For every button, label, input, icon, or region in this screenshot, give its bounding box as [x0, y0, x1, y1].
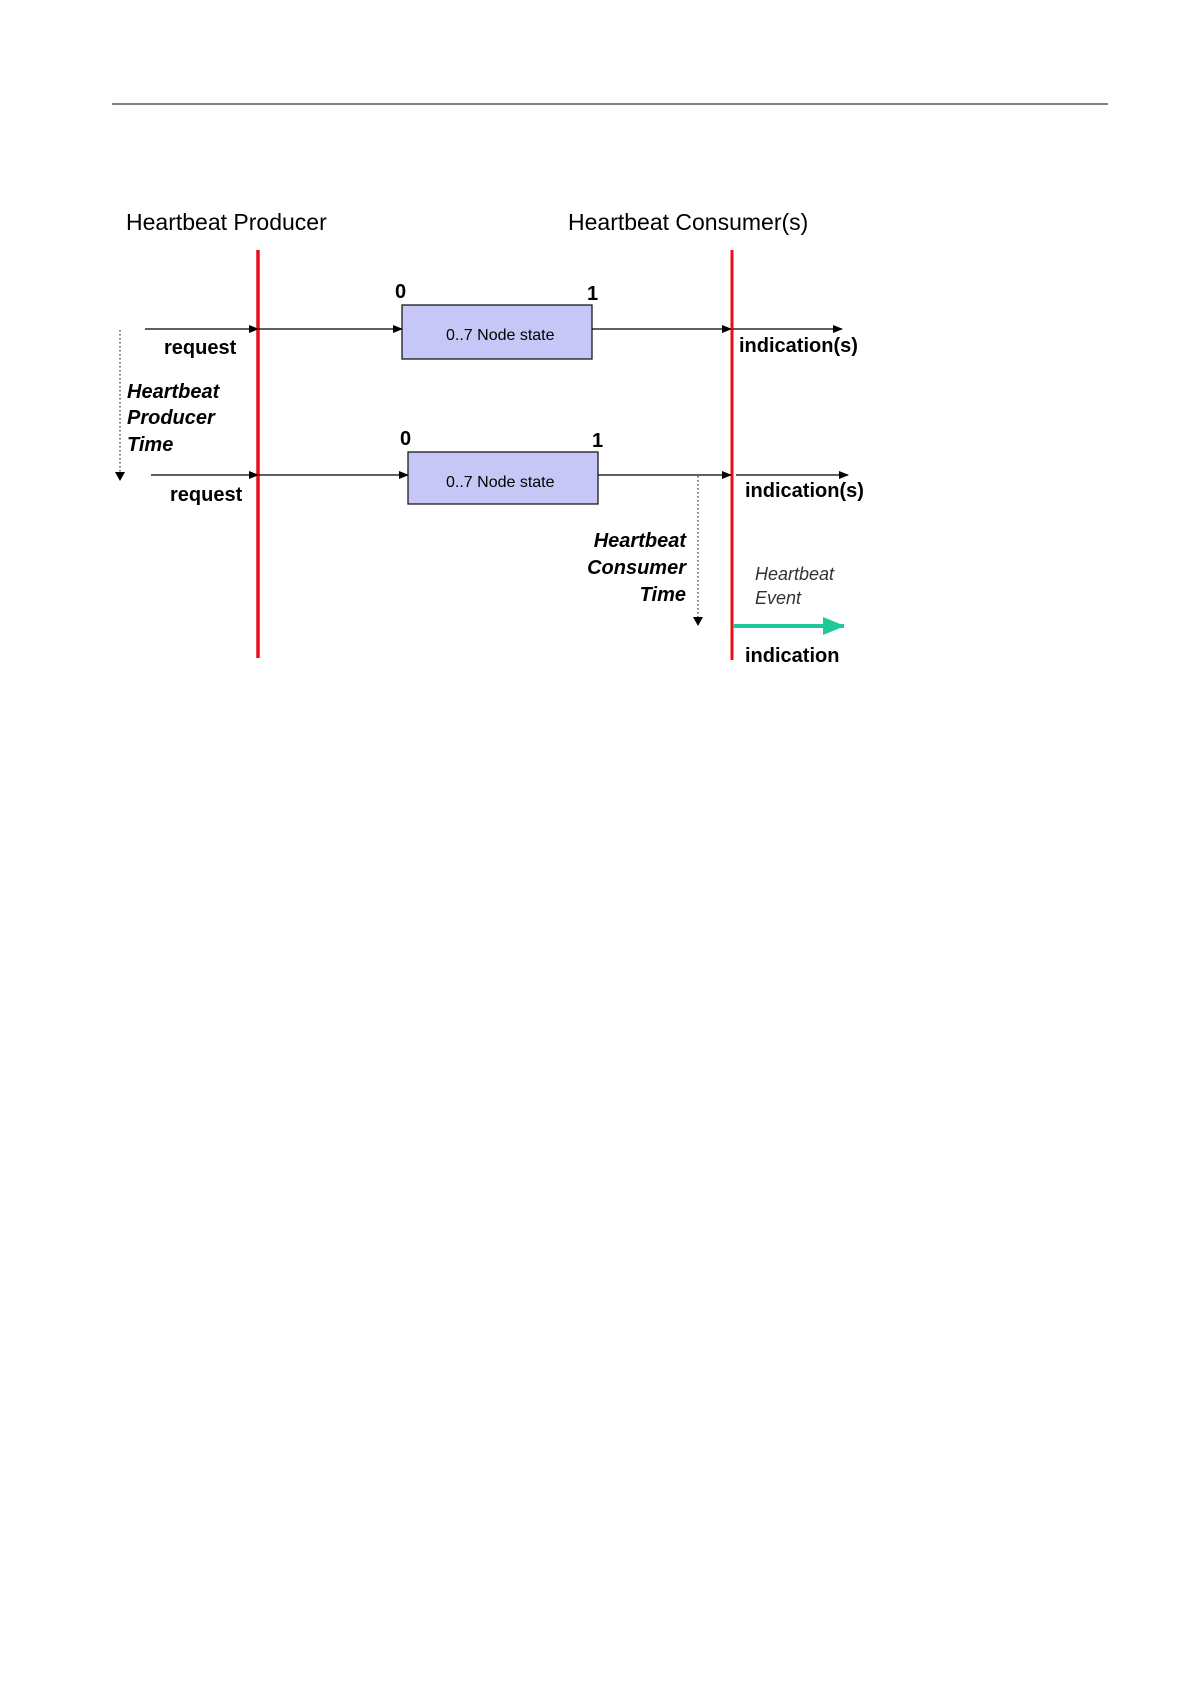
- consumer-time-label-1: Heartbeat: [594, 530, 688, 552]
- consumer-time-label-3: Time: [640, 584, 686, 606]
- event-label-1: Heartbeat: [755, 564, 835, 584]
- request-label: request: [170, 484, 243, 506]
- indication-label: indication(s): [745, 480, 864, 502]
- bit-start-label: 0: [400, 428, 411, 450]
- bit-end-label: 1: [592, 430, 603, 452]
- consumer-time-indicator: Heartbeat Consumer Time: [587, 476, 703, 626]
- producer-time-label-1: Heartbeat: [127, 381, 221, 403]
- consumer-time-arrowhead: [693, 617, 703, 626]
- node-state-label: 0..7 Node state: [446, 474, 555, 491]
- heartbeat-event: Heartbeat Event indication: [733, 564, 844, 667]
- request-label: request: [164, 337, 237, 359]
- consumer-title: Heartbeat Consumer(s): [568, 209, 808, 235]
- node-state-label: 0..7 Node state: [446, 327, 555, 344]
- producer-time-arrowhead: [115, 472, 125, 481]
- indication-label: indication(s): [739, 335, 858, 357]
- producer-time-label-2: Producer: [127, 407, 216, 429]
- heartbeat-message-1: request 0 1 0..7 Node state indication(s…: [145, 281, 858, 359]
- event-indication-label: indication: [745, 645, 839, 667]
- producer-title: Heartbeat Producer: [126, 209, 327, 235]
- bit-end-label: 1: [587, 283, 598, 305]
- event-label-2: Event: [755, 588, 802, 608]
- producer-time-label-3: Time: [127, 434, 173, 456]
- bit-start-label: 0: [395, 281, 406, 303]
- consumer-time-label-2: Consumer: [587, 557, 687, 579]
